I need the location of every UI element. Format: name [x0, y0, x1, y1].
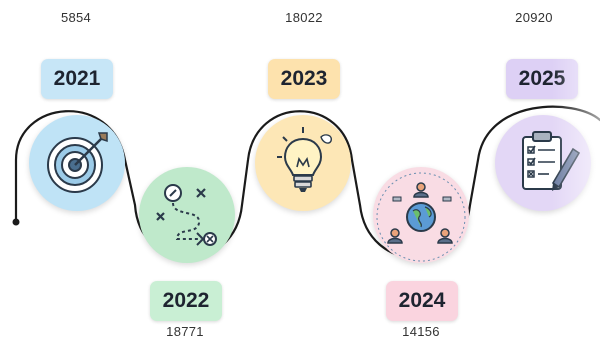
- year-label-2025: 2025: [518, 67, 566, 90]
- value-2023: 18022: [285, 10, 323, 25]
- year-badge-2025: 2025: [506, 59, 578, 99]
- milestone-circle-2024: [373, 167, 469, 263]
- value-2021: 5854: [60, 10, 92, 25]
- year-label-2024: 2024: [398, 289, 446, 312]
- year-label-2023: 2023: [280, 67, 328, 90]
- year-badge-2021: 2021: [41, 59, 113, 99]
- year-badge-2022: 2022: [150, 281, 222, 321]
- year-label-2022: 2022: [162, 289, 210, 312]
- target-icon: [47, 132, 108, 193]
- lightbulb-icon: [277, 127, 333, 192]
- globe-network-icon: [376, 172, 466, 262]
- clipboard-checklist-icon: [522, 131, 581, 191]
- route-map-icon: [156, 184, 217, 246]
- value-2022: 18771: [166, 324, 204, 339]
- milestone-circle-2022: [139, 167, 235, 263]
- milestone-circle-2023: [255, 115, 351, 211]
- year-badge-2023: 2023: [268, 59, 340, 99]
- year-label-2021: 2021: [53, 67, 101, 90]
- value-2024: 14156: [402, 324, 440, 339]
- milestone-circle-2025: [495, 115, 591, 211]
- year-badge-2024: 2024: [386, 281, 458, 321]
- value-2025: 20920: [515, 10, 553, 25]
- milestone-circle-2021: [29, 115, 125, 211]
